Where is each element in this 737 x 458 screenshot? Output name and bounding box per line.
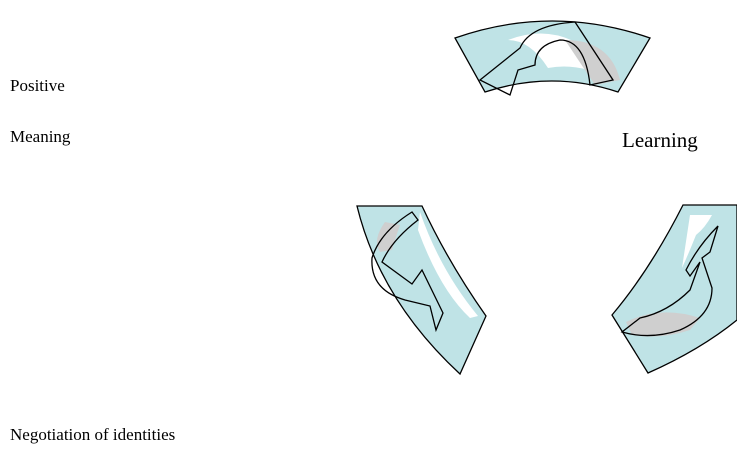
curved-arrow-right-icon: [612, 205, 737, 373]
curved-arrow-left-icon: [357, 206, 486, 374]
curved-arrow-top-icon: [455, 21, 650, 95]
